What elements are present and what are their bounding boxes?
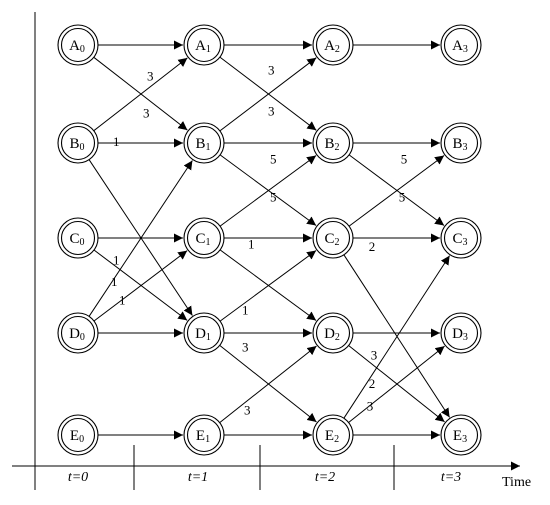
edge-weight-B0-D1: 1 — [113, 134, 120, 149]
edge-weight-D0-C1: 1 — [119, 293, 126, 308]
node-label-D0: D0 — [69, 326, 85, 343]
edge-weight-D0-B1: 1 — [111, 274, 118, 289]
node-E3: E3 — [440, 414, 482, 456]
node-label-C1: C1 — [195, 231, 210, 248]
edge-weight-C0-D1: 1 — [113, 252, 120, 267]
node-A2: A2 — [312, 24, 354, 66]
node-D1: D1 — [183, 312, 225, 354]
edge-C1-B2 — [219, 155, 317, 227]
node-B0: B0 — [57, 122, 99, 164]
edge-weight-B1-A2: 3 — [268, 104, 275, 119]
node-B1: B1 — [183, 122, 225, 164]
node-label-E0: E0 — [70, 428, 84, 445]
edge-D1-C2 — [219, 250, 317, 322]
node-label-D3: D3 — [452, 326, 468, 343]
edge-weight-A0-B1: 3 — [147, 68, 154, 83]
node-label-C0: C0 — [69, 231, 84, 248]
node-label-B1: B1 — [195, 136, 210, 153]
node-label-A0: A0 — [69, 38, 85, 55]
node-label-C3: C3 — [452, 231, 467, 248]
node-label-D2: D2 — [324, 326, 340, 343]
node-A0: A0 — [57, 24, 99, 66]
node-label-B3: B3 — [452, 136, 467, 153]
node-C1: C1 — [183, 217, 225, 259]
edge-E1-D2 — [219, 345, 317, 423]
node-D2: D2 — [312, 312, 354, 354]
edge-E2-D3 — [348, 345, 445, 423]
edge-weight-D2-E3: 3 — [371, 348, 378, 363]
edge-weight-A1-B2: 3 — [268, 62, 275, 77]
time-tick-1: t=1 — [188, 470, 208, 485]
time-tick-3: t=3 — [441, 470, 461, 485]
edge-C2-B3 — [348, 155, 445, 227]
edge-weight-C1-D2: 1 — [248, 236, 255, 251]
node-A1: A1 — [183, 24, 225, 66]
edge-weight-B2-C3: 5 — [401, 151, 408, 166]
node-label-B2: B2 — [324, 136, 339, 153]
node-label-A1: A1 — [195, 38, 211, 55]
edge-weight-C1-B2: 5 — [270, 190, 277, 205]
edge-weight-E1-D2: 3 — [244, 402, 251, 417]
node-label-A2: A2 — [324, 38, 340, 55]
node-C2: C2 — [312, 217, 354, 259]
node-label-D1: D1 — [195, 326, 211, 343]
edge-D0-C1 — [93, 250, 188, 322]
node-label-E1: E1 — [196, 428, 210, 445]
node-label-B0: B0 — [69, 136, 84, 153]
node-label-C2: C2 — [324, 231, 339, 248]
edge-weight-D1-C2: 1 — [242, 303, 249, 318]
edge-E2-C3 — [343, 255, 451, 419]
edge-D0-B1 — [88, 160, 193, 317]
edge-weight-E2-D3: 3 — [367, 398, 374, 413]
node-E0: E0 — [57, 414, 99, 456]
edge-B1-A2 — [219, 57, 317, 132]
edge-weight-C2-E3: 2 — [369, 239, 376, 254]
node-C3: C3 — [440, 217, 482, 259]
edge-weight-E2-C3: 2 — [369, 376, 376, 391]
edge-weight-B1-C2: 5 — [270, 151, 277, 166]
node-E1: E1 — [183, 414, 225, 456]
node-label-A3: A3 — [452, 38, 468, 55]
node-A3: A3 — [440, 24, 482, 66]
node-D3: D3 — [440, 312, 482, 354]
time-tick-2: t=2 — [315, 470, 335, 485]
edge-weight-B0-A1: 3 — [143, 106, 150, 121]
node-C0: C0 — [57, 217, 99, 259]
edge-weight-D1-E2: 3 — [242, 340, 249, 355]
node-label-E2: E2 — [325, 428, 339, 445]
node-B3: B3 — [440, 122, 482, 164]
node-B2: B2 — [312, 122, 354, 164]
time-tick-0: t=0 — [68, 470, 88, 485]
node-D0: D0 — [57, 312, 99, 354]
edge-B0-A1 — [93, 57, 188, 132]
node-label-E3: E3 — [453, 428, 467, 445]
node-E2: E2 — [312, 414, 354, 456]
edge-weight-C2-B3: 5 — [399, 190, 406, 205]
time-axis-title: Time — [502, 475, 531, 490]
